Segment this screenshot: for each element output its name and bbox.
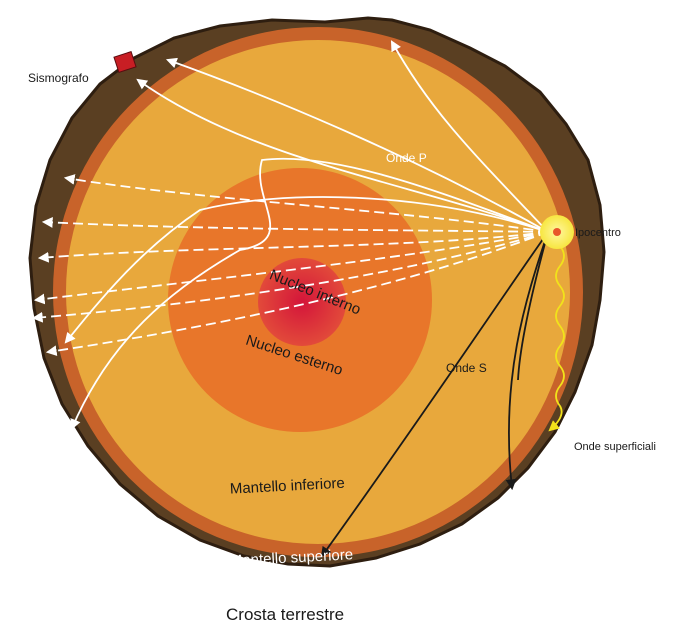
crust-label: Crosta terrestre [226, 605, 344, 624]
seismograph-label: Sismografo [28, 71, 89, 85]
s-waves-label: Onde S [446, 361, 487, 375]
p-waves-label: Onde P [386, 151, 427, 165]
hypocenter-label: Ipocentro [575, 227, 621, 239]
surface-waves-label: Onde superficiali [574, 441, 656, 453]
hypocenter-dot [553, 228, 561, 236]
